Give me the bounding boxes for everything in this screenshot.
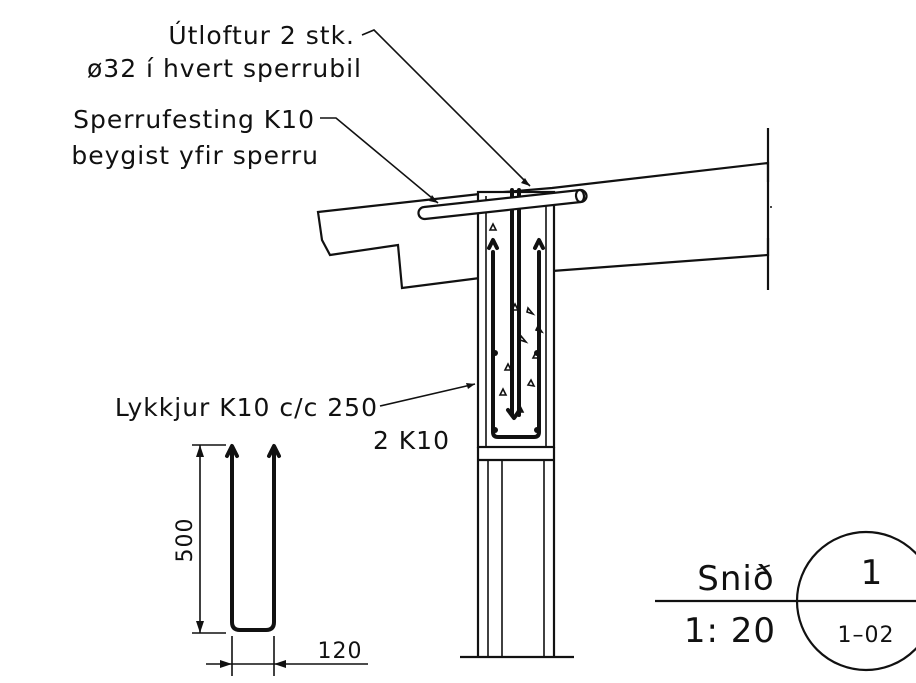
section-mark bbox=[655, 530, 916, 672]
label-utloftur-line1: Útloftur 2 stk. bbox=[168, 20, 355, 50]
label-bars: 2 K10 bbox=[373, 426, 450, 455]
concrete-column bbox=[460, 190, 574, 659]
vent-pipe bbox=[417, 188, 588, 221]
section-number: 1 bbox=[861, 553, 884, 593]
section-sheet: 1–02 bbox=[838, 623, 895, 648]
label-utloftur-line2: ø32 í hvert sperrubil bbox=[87, 54, 362, 83]
dim-width-label: 120 bbox=[318, 639, 363, 664]
concrete-aggregate bbox=[488, 222, 544, 413]
dim-height-label: 500 bbox=[173, 518, 198, 563]
rebar-loops bbox=[487, 188, 545, 439]
leader-lines bbox=[320, 29, 531, 407]
section-title: Snið bbox=[697, 559, 774, 599]
label-sperrufesting-line2: beygist yfir sperru bbox=[71, 141, 319, 170]
label-lykkjur: Lykkjur K10 c/c 250 bbox=[115, 393, 378, 422]
stirrup-detail bbox=[192, 444, 368, 676]
label-sperrufesting-line1: Sperrufesting K10 bbox=[73, 105, 315, 134]
section-scale: 1: 20 bbox=[684, 611, 776, 651]
